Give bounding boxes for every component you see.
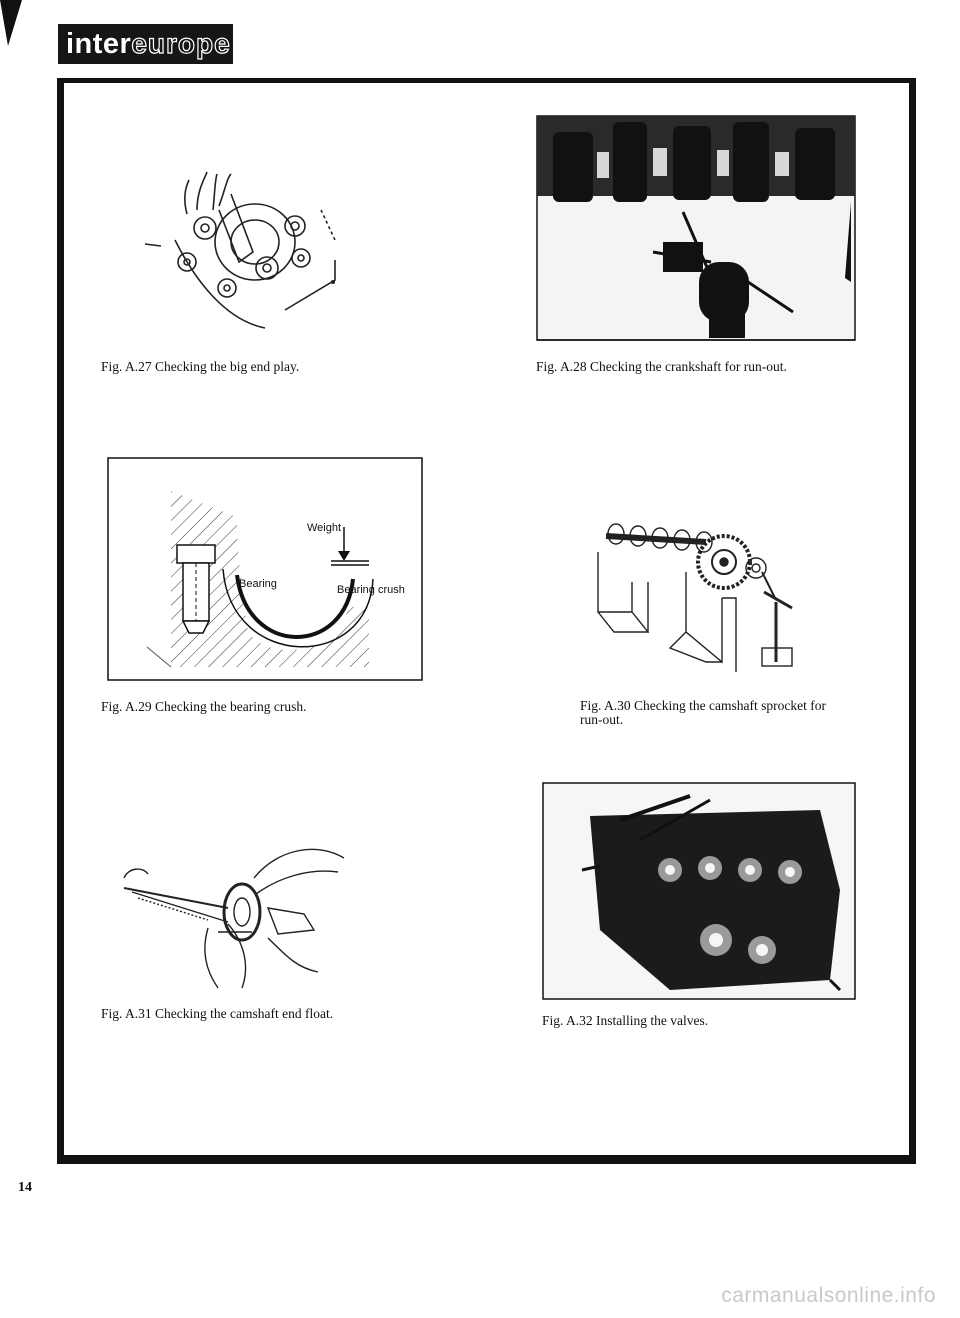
corner-mark [0,0,22,46]
figure-a29-diagram: Weight Bearing Bearing crush [107,457,423,681]
figure-a32-caption: Fig. A.32 Installing the valves. [542,1013,709,1028]
figure-a31-caption: Fig. A.31 Checking the camshaft end floa… [101,1006,334,1021]
logo-inter-text: inter [66,27,132,60]
figure-a30-caption-line2: run-out. [580,712,624,727]
site-watermark: carmanualsonline.info [721,1284,936,1307]
figure-a32-photo [542,782,856,1000]
bearing-label: Bearing [239,578,277,590]
figure-a30-illustration [597,523,793,672]
figure-a31-illustration [123,848,345,989]
figure-a28-caption: Fig. A.28 Checking the crankshaft for ru… [536,359,787,374]
weight-label: Weight [307,522,341,534]
figure-a29-caption: Fig. A.29 Checking the bearing crush. [101,699,307,714]
page-frame [57,78,916,1164]
logo-europe-text: europe [131,27,231,59]
bearing-crush-label: Bearing crush [337,584,405,596]
figure-a27-caption: Fig. A.27 Checking the big end play. [101,359,300,374]
figure-a30-caption-line1: Fig. A.30 Checking the camshaft sprocket… [580,698,826,713]
page-number: 14 [18,1180,32,1195]
figure-a27-illustration [144,171,336,329]
figure-a28-photo [536,115,856,341]
